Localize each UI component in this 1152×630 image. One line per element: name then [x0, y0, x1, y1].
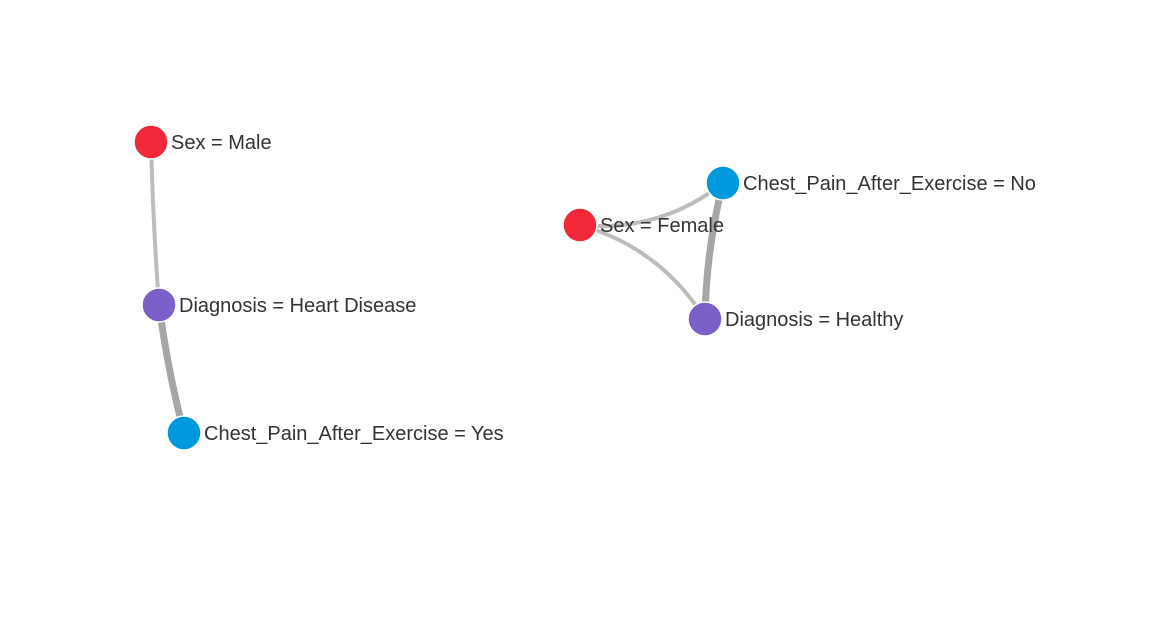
node-circle-male[interactable] — [133, 124, 169, 160]
edge-female-cp_no — [578, 181, 725, 229]
edges-layer — [149, 140, 727, 437]
node-label-cp_yes: Chest_Pain_After_Exercise = Yes — [204, 423, 504, 445]
edge-cp_no-healthy — [701, 179, 727, 323]
node-circle-female[interactable] — [562, 207, 598, 243]
node-male[interactable]: Sex = Male — [133, 124, 272, 160]
node-hd[interactable]: Diagnosis = Heart Disease — [141, 287, 416, 323]
edge-female-healthy — [578, 223, 707, 321]
edge-hd-cp_yes — [155, 301, 188, 437]
node-label-male: Sex = Male — [171, 132, 272, 154]
node-circle-healthy[interactable] — [687, 301, 723, 337]
node-female[interactable]: Sex = Female — [562, 207, 724, 243]
node-circle-cp_no[interactable] — [705, 165, 741, 201]
node-label-cp_no: Chest_Pain_After_Exercise = No — [743, 173, 1036, 195]
node-label-hd: Diagnosis = Heart Disease — [179, 295, 416, 317]
edge-male-hd — [149, 140, 161, 307]
node-circle-cp_yes[interactable] — [166, 415, 202, 451]
node-label-female: Sex = Female — [600, 215, 724, 237]
node-cp_no[interactable]: Chest_Pain_After_Exercise = No — [705, 165, 1036, 201]
node-circle-hd[interactable] — [141, 287, 177, 323]
node-cp_yes[interactable]: Chest_Pain_After_Exercise = Yes — [166, 415, 504, 451]
node-healthy[interactable]: Diagnosis = Healthy — [687, 301, 903, 337]
node-label-healthy: Diagnosis = Healthy — [725, 309, 903, 331]
